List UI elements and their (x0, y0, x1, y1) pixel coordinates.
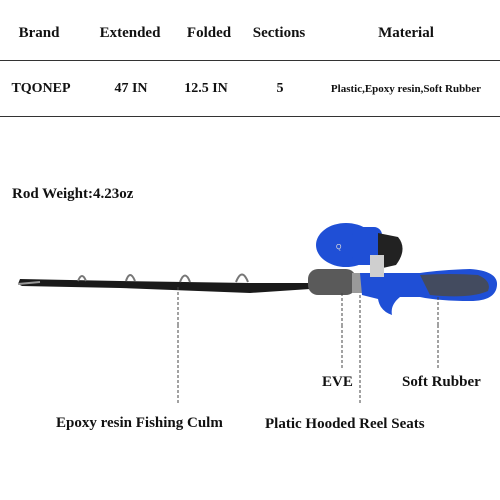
label-soft-rubber: Soft Rubber (402, 374, 481, 390)
reel-button (378, 233, 403, 269)
line-guides (77, 273, 249, 283)
eve-foregrip (308, 269, 356, 295)
fishing-rod-illustration: Q (17, 223, 498, 325)
header-extended: Extended (99, 25, 161, 41)
value-extended: 47 IN (114, 81, 148, 96)
table-bottom-rule (0, 116, 500, 117)
rod-weight: Rod Weight:4.23oz (12, 186, 134, 202)
header-folded: Folded (186, 25, 232, 41)
label-fishing-culm: Epoxy resin Fishing Culm (56, 415, 223, 431)
rod-tip (17, 281, 41, 285)
rod-blank (18, 279, 310, 293)
rear-grip (420, 274, 489, 297)
label-eve: EVE (322, 374, 353, 390)
value-sections: 5 (276, 81, 284, 96)
value-brand: TQONEP (11, 81, 71, 96)
label-reel-seats: Platic Hooded Reel Seats (265, 416, 425, 432)
header-sections: Sections (252, 25, 306, 41)
value-folded: 12.5 IN (184, 81, 228, 96)
svg-text:Q: Q (336, 244, 342, 251)
callout-lines-lower (177, 325, 439, 405)
header-brand: Brand (18, 25, 60, 41)
header-material: Material (378, 25, 434, 41)
table-divider (0, 60, 500, 61)
value-material: Plastic,Epoxy resin,Soft Rubber (330, 83, 482, 95)
callout-lines (177, 287, 439, 325)
spec-table: Brand Extended Folded Sections Material … (0, 0, 500, 120)
